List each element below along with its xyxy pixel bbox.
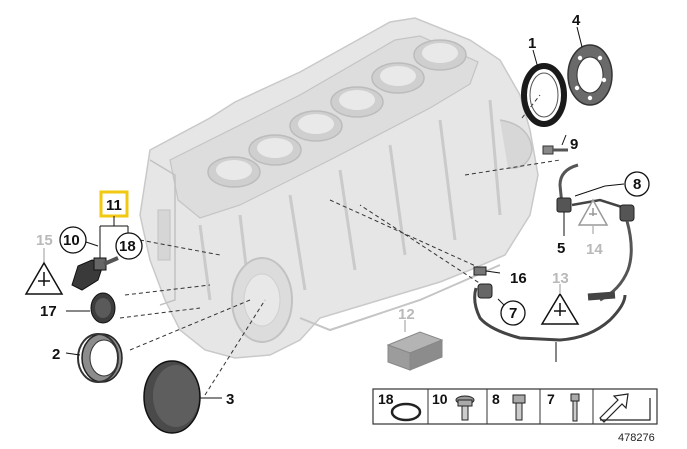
legend-18-label: 18	[378, 391, 394, 407]
legend-8-label: 8	[492, 391, 500, 407]
callout-11-highlight	[99, 190, 129, 262]
warning-13-icon	[540, 284, 580, 325]
legend-tool-arrow-icon	[599, 393, 651, 423]
callout-12[interactable]: 12	[398, 306, 415, 323]
callout-5[interactable]: 5	[557, 240, 565, 257]
part-1-seal-ring[interactable]	[521, 49, 567, 127]
callout-3[interactable]: 3	[226, 391, 234, 408]
legend-8-bolt-icon	[512, 394, 526, 421]
callout-18-circle	[115, 232, 143, 260]
callout-1[interactable]: 1	[528, 35, 536, 52]
callout-9[interactable]: 9	[570, 136, 578, 153]
part-12-kit-box[interactable]	[386, 320, 444, 371]
callout-13[interactable]: 13	[552, 270, 569, 287]
legend-10-bolt-icon	[455, 395, 475, 421]
callout-16[interactable]: 16	[510, 270, 527, 287]
callout-17[interactable]: 17	[40, 303, 57, 320]
callout-11[interactable]: 11	[106, 197, 122, 214]
callout-10[interactable]: 10	[63, 232, 80, 249]
part-9-bolt[interactable]	[542, 134, 568, 155]
part-8-connector[interactable]	[599, 204, 635, 302]
part-6-wire-harness[interactable]	[473, 283, 627, 362]
callout-7-circle	[500, 300, 526, 326]
callout-4[interactable]: 4	[572, 12, 581, 29]
legend-7-bolt-icon	[570, 393, 580, 422]
leader-lines	[119, 94, 561, 396]
callout-8[interactable]: 8	[633, 176, 641, 193]
callout-14[interactable]: 14	[586, 241, 603, 258]
callout-18[interactable]: 18	[119, 238, 136, 255]
part-3-cover[interactable]	[143, 360, 222, 434]
part-17-plug[interactable]	[66, 292, 116, 324]
legend-18-oring-icon	[390, 402, 422, 422]
part-16-sensor[interactable]	[473, 266, 501, 276]
callout-7[interactable]: 7	[509, 305, 517, 322]
callout-8-circle	[624, 171, 650, 197]
engine-block	[139, 17, 539, 359]
part-4-gear-disc[interactable]	[567, 26, 613, 106]
part-2-ring[interactable]	[65, 333, 123, 383]
legend-10-label: 10	[432, 391, 448, 407]
callout-15[interactable]: 15	[36, 232, 53, 249]
callout-2[interactable]: 2	[52, 346, 60, 363]
legend-7-label: 7	[547, 391, 555, 407]
callout-10-circle	[59, 226, 99, 254]
part-10-sensor[interactable]	[71, 256, 119, 291]
warning-14-icon	[577, 198, 609, 234]
warning-15-icon	[24, 261, 64, 295]
part-5-sensor[interactable]	[556, 163, 632, 236]
diagram-id: 478276	[618, 432, 655, 444]
